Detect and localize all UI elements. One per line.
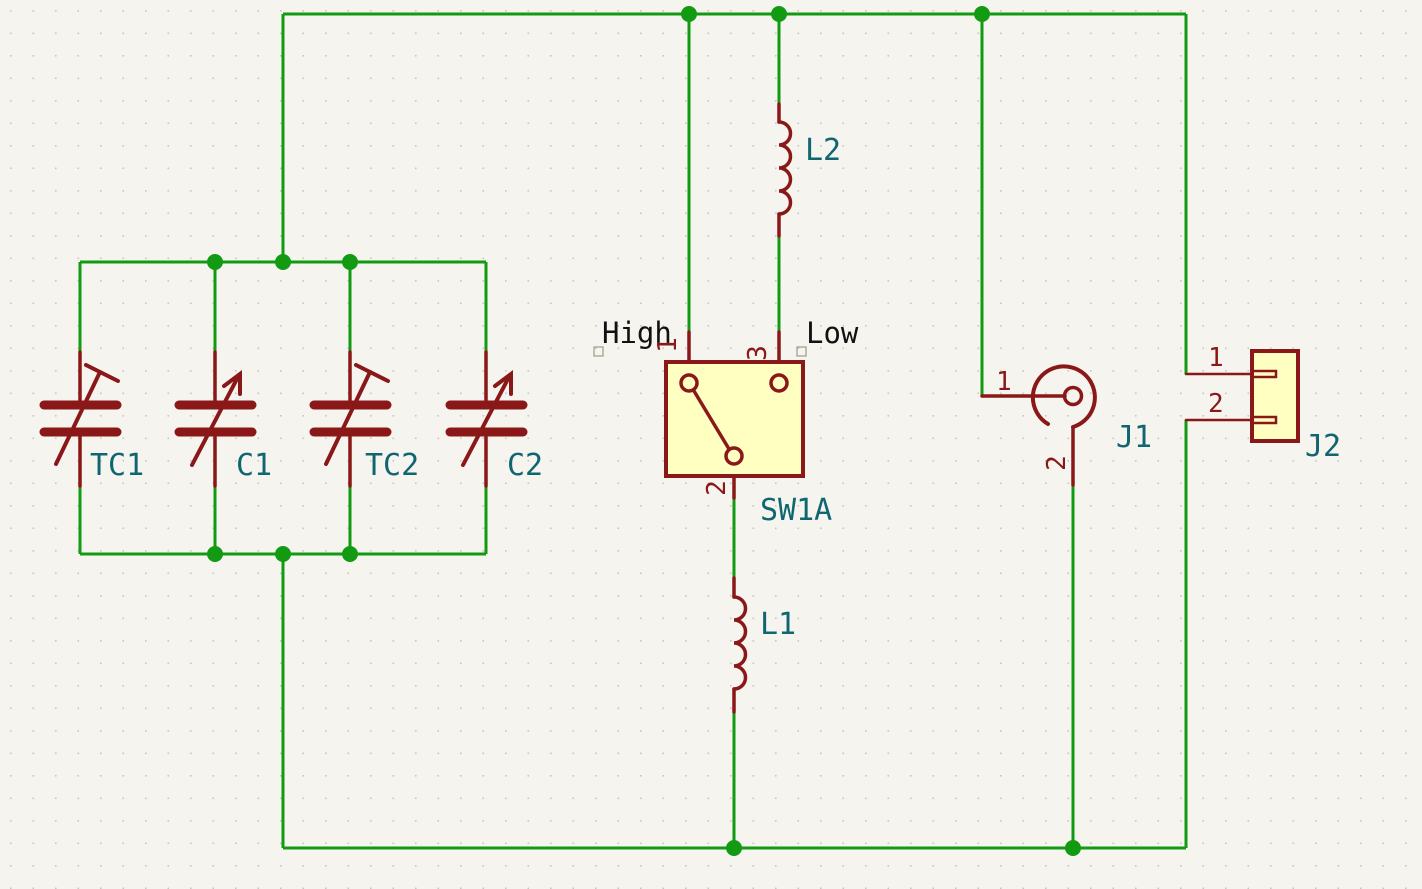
l2-reference: L2 [805,133,841,168]
net-label-low[interactable]: Low [796,316,859,357]
net-label-anchor [593,346,604,357]
junction [1065,840,1081,856]
switch-common-contact [724,446,744,466]
pin-header-j2[interactable]: 1 2 J2 [1184,343,1341,464]
c2-reference: C2 [507,448,543,483]
switch-body [664,360,805,478]
junction [342,254,358,270]
coax-center-pin [1062,385,1084,407]
junction [342,546,358,562]
junction [974,6,990,22]
junction [771,6,787,22]
j1-reference: J1 [1116,420,1152,455]
sw1a-pin1-number: 1 [653,337,683,353]
trimmer-capacitor-tc1[interactable]: TC1 [39,350,144,488]
j2-reference: J2 [1305,429,1341,464]
sw1a-pin3-number: 3 [743,345,773,361]
l1-reference: L1 [760,607,796,642]
switch-contact-1 [679,373,699,393]
junctions [207,6,1081,856]
j1-pin1-number: 1 [996,367,1012,397]
junction [275,546,291,562]
variable-capacitor-c1[interactable]: C1 [174,350,272,488]
switch-lever [692,389,731,451]
j1-pin2-number: 2 [1042,455,1072,471]
net-label-anchor [796,346,807,357]
sw1a-pin2-number: 2 [702,480,732,496]
inductor-l2[interactable]: L2 [777,102,841,238]
junction [207,546,223,562]
sw1a-reference: SW1A [760,493,832,528]
switch-contact-3 [769,373,789,393]
inductor-l1[interactable]: L1 [732,576,796,714]
junction [207,254,223,270]
net-label-high[interactable]: High [593,316,672,357]
tc2-reference: TC2 [365,448,419,483]
tc1-reference: TC1 [90,448,144,483]
j2-pin2-number: 2 [1208,389,1224,419]
junction [726,840,742,856]
junction [275,254,291,270]
j2-pin1-number: 1 [1208,343,1224,373]
junction [681,6,697,22]
header-body [1250,349,1300,443]
switch-sw1a[interactable]: 1 3 2 SW1A [653,330,832,528]
coax-shield [1030,364,1097,429]
c1-reference: C1 [236,448,272,483]
net-label-low-text: Low [806,316,859,350]
header-pin-1 [1250,369,1278,379]
net-label-high-text: High [602,316,672,350]
coax-connector-j1[interactable]: 1 2 J1 [980,364,1152,487]
trimmer-capacitor-tc2[interactable]: TC2 [309,350,419,488]
variable-capacitor-c2[interactable]: C2 [445,350,543,488]
header-pin-2 [1250,415,1278,425]
